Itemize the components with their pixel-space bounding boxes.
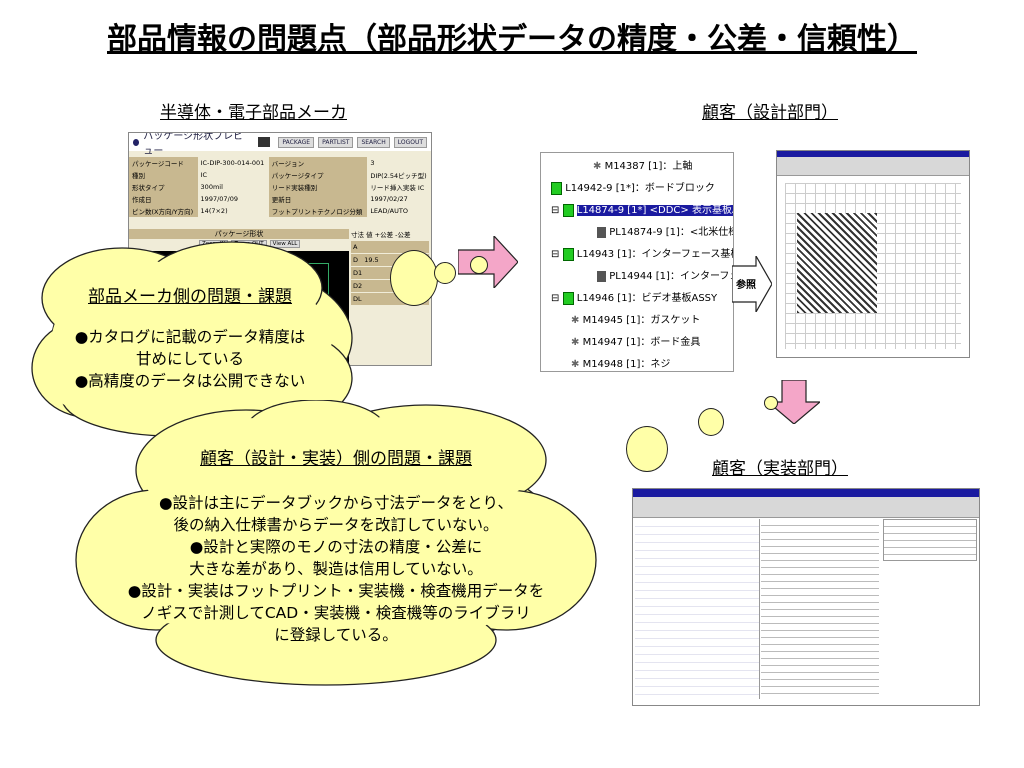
parts-tree-view: ✱ M14387 [1]：上軸 L14942-9 [1*]：ボードブロック ⊟ … xyxy=(540,152,734,372)
block-icon xyxy=(562,203,574,217)
thought-bubble-icon xyxy=(434,262,456,284)
thought-bubble-icon xyxy=(470,256,488,274)
maker-cloud-bubbles xyxy=(0,0,400,300)
block-icon xyxy=(551,181,562,195)
view-all-button[interactable]: View ALL xyxy=(269,240,301,248)
tree-row[interactable]: ✱ M14387 [1]：上軸 xyxy=(593,161,693,172)
tree-row-selected[interactable]: ⊟ L14874-9 [1*] <DDC> 表示基板ASSY xyxy=(551,201,733,217)
cad-design-window xyxy=(776,150,970,358)
mount-parts-window xyxy=(632,488,980,706)
search-button[interactable]: SEARCH xyxy=(357,136,390,148)
tree-row[interactable]: ✱ M14945 [1]：ガスケット xyxy=(571,315,701,326)
mount-toolbar xyxy=(633,497,979,518)
pcb-layout xyxy=(797,213,877,313)
section-package-shape: パッケージ形状 xyxy=(129,229,349,239)
tree-row[interactable]: PL14944 [1]：インターフェース基 xyxy=(597,267,733,282)
reference-arrow-icon xyxy=(732,256,772,312)
cad-title-bar xyxy=(777,151,969,157)
cad-toolbar xyxy=(777,157,969,176)
arrow-right-icon xyxy=(458,236,518,288)
mount-tree-pane[interactable] xyxy=(635,519,760,699)
label-maker: 半導体・電子部品メーカ xyxy=(160,103,347,123)
block-icon xyxy=(562,247,574,261)
label-customer-design: 顧客（設計部門） xyxy=(702,103,838,123)
mount-detail-pane[interactable] xyxy=(883,519,977,561)
preview-title: パッケージ形状プレビュー xyxy=(143,132,244,157)
package-button[interactable]: PACKAGE xyxy=(278,136,315,148)
tree-row[interactable]: ⊟ L14943 [1]：インターフェース基板ASSY xyxy=(551,247,733,261)
thought-bubble-icon xyxy=(390,250,438,306)
tree-row[interactable]: L14942-9 [1*]：ボードブロック xyxy=(551,179,715,195)
block-icon xyxy=(562,291,574,305)
tree-row[interactable]: ✱ M14948 [1]：ネジ xyxy=(571,359,671,370)
tree-row[interactable]: ⊟ L14946 [1]：ビデオ基板ASSY xyxy=(551,291,718,305)
partlist-button[interactable]: PARTLIST xyxy=(318,136,354,148)
doc-icon xyxy=(597,226,606,238)
tree-row[interactable]: ✱ M14947 [1]：ボード金具 xyxy=(571,337,701,348)
thought-bubble-icon xyxy=(626,426,668,472)
customer-cloud-heading: 顧客（設計・実装）側の問題・課題 xyxy=(200,449,472,469)
reference-label: 参照 xyxy=(736,280,756,291)
customer-cloud-shape xyxy=(75,400,597,686)
thought-bubble-icon xyxy=(764,396,778,410)
mount-parts-list[interactable] xyxy=(761,519,879,699)
dim-header: 寸法 値 +公差 -公差 xyxy=(351,231,411,239)
mount-title-bar xyxy=(633,489,979,497)
cad-canvas[interactable] xyxy=(785,183,961,349)
thought-bubble-icon xyxy=(698,408,724,436)
label-customer-mount: 顧客（実装部門） xyxy=(712,459,848,479)
tree-row[interactable]: PL14874-9 [1]：<北米仕様> demo xyxy=(597,223,733,238)
preview-title-bar: パッケージ形状プレビュー PACKAGE PARTLIST SEARCH LOG… xyxy=(129,133,431,157)
customer-cloud-text: 顧客（設計・実装）側の問題・課題 ●設計は主にデータブックから寸法データをとり、… xyxy=(86,448,586,646)
arrow-down-icon xyxy=(768,380,820,424)
bullet-icon xyxy=(133,138,140,146)
maker-cloud-text: 部品メーカ側の問題・課題 ●カタログに記載のデータ精度は 甘めにしている ●高精… xyxy=(40,286,340,392)
window-icon xyxy=(257,137,271,147)
doc-icon xyxy=(597,270,606,282)
maker-cloud-heading: 部品メーカ側の問題・課題 xyxy=(88,287,292,307)
logout-button[interactable]: LOGOUT xyxy=(393,136,427,148)
slide-title: 部品情報の問題点（部品形状データの精度・公差・信頼性） xyxy=(107,22,917,57)
